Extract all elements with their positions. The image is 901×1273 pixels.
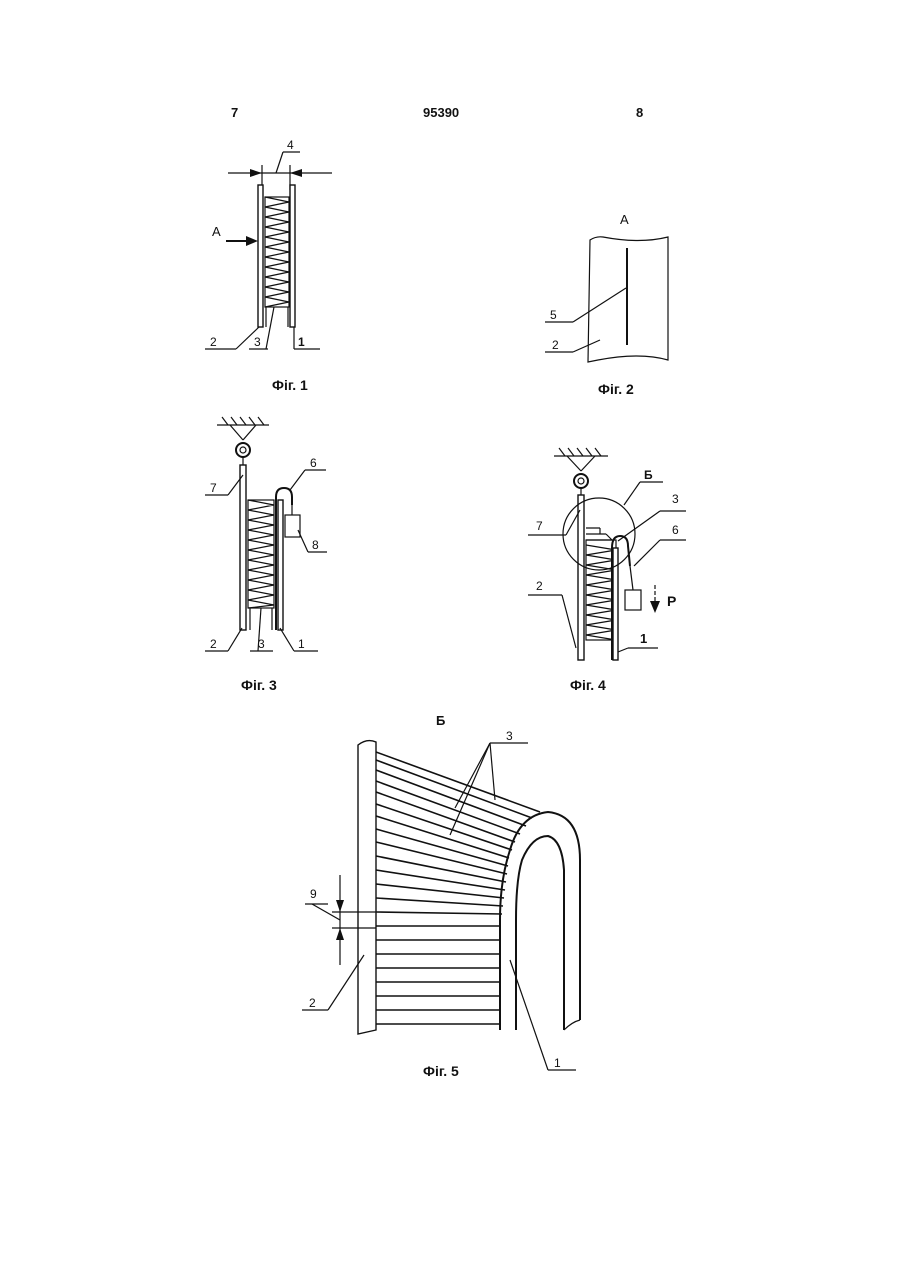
fig3-label-right-plate: 1	[298, 637, 305, 651]
fig4-leaders: Б 3 6 7 2 1	[528, 468, 686, 652]
fig3-label-weight: 8	[312, 538, 319, 552]
fig4-label-detail: Б	[644, 468, 653, 482]
fig1-dimension: 4	[228, 138, 332, 190]
fig3-label-left-plate: 2	[210, 637, 217, 651]
fig4-upper-strips	[586, 528, 612, 540]
fig2-leaders: 5 2	[545, 288, 626, 352]
fig4-force-arrow: P	[650, 585, 676, 613]
figure-2-caption: Фіг. 2	[598, 381, 634, 397]
fig4-label-packing: 3	[672, 492, 679, 506]
fig5-label-detail: Б	[436, 713, 445, 728]
fig4-ceiling-mount	[554, 448, 608, 495]
fig4-label-right-plate: 1	[640, 631, 647, 646]
fig1-view-arrow: А	[212, 224, 258, 246]
fig1-packing	[265, 197, 289, 307]
fig4-label-force: P	[667, 593, 676, 609]
fig3-label-suspension: 7	[210, 481, 217, 495]
fig2-label-view: А	[620, 212, 629, 227]
fig3-weight	[285, 515, 300, 537]
figure-5-caption: Фіг. 5	[423, 1063, 459, 1079]
fig1-label-left-plate: 2	[210, 335, 217, 349]
fig5-leaders: 3 2 1	[302, 729, 576, 1070]
fig4-label-suspension: 7	[536, 519, 543, 533]
figure-3-caption: Фіг. 3	[241, 677, 277, 693]
fig2-label-plate: 2	[552, 338, 559, 352]
fig5-label-packing: 3	[506, 729, 513, 743]
fig3-packing-zigzag	[248, 500, 274, 608]
fig5-label-gap: 9	[310, 887, 317, 901]
fig5-label-left-plate: 2	[309, 996, 316, 1010]
figure-1-caption: Фіг. 1	[272, 377, 308, 393]
fig1-packing-zigzag	[265, 197, 289, 307]
fig3-left-plate	[240, 465, 246, 630]
fig3-label-hook: 6	[310, 456, 317, 470]
fig5-right-plate-hook	[500, 812, 580, 1030]
fig3-right-plate	[278, 500, 283, 630]
fig4-left-plate	[578, 495, 584, 660]
fig1-left-plate	[258, 185, 263, 327]
fig4-label-left-plate: 2	[536, 579, 543, 593]
fig2-label-slot: 5	[550, 308, 557, 322]
fig3-ceiling-mount	[217, 417, 269, 465]
fig3-label-packing: 3	[258, 637, 265, 651]
fig1-right-plate	[290, 185, 295, 327]
fig5-left-plate	[358, 741, 376, 1034]
fig4-weight	[625, 590, 641, 610]
fig4-label-hook: 6	[672, 523, 679, 537]
fig1-label-dim: 4	[287, 138, 294, 152]
fig1-label-right-plate: 1	[298, 335, 305, 349]
fig5-label-right-plate: 1	[554, 1056, 561, 1070]
figure-4-caption: Фіг. 4	[570, 677, 606, 693]
fig1-label-packing: 3	[254, 335, 261, 349]
fig1-label-view: А	[212, 224, 221, 239]
